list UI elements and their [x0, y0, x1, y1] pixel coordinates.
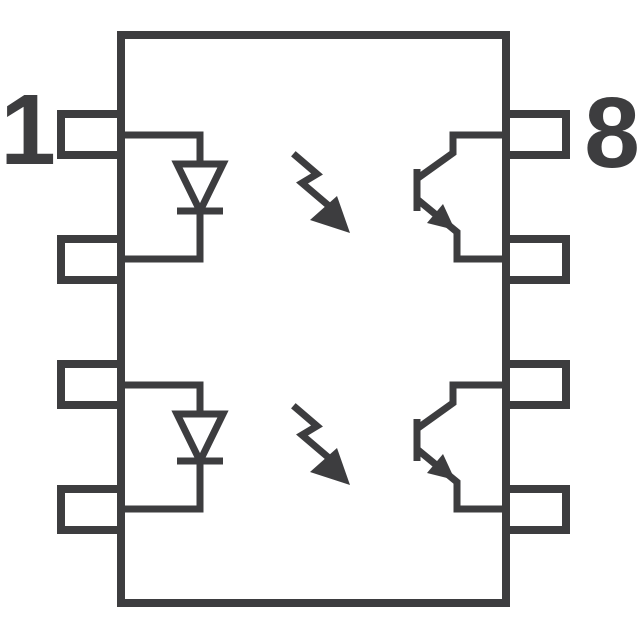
- led2-cathode-wire: [121, 461, 204, 513]
- phototransistor-symbol-channel-2: [413, 381, 506, 513]
- pin-6: [502, 360, 570, 409]
- light-arrow-icon-channel-1: [291, 151, 350, 233]
- q2-emitter-arrowhead: [427, 454, 455, 480]
- pin-8: [502, 110, 570, 159]
- q1-emitter-arrowhead: [427, 204, 455, 230]
- bolt1-arrowhead: [310, 196, 350, 233]
- led1-anode-wire: [121, 131, 204, 164]
- q1-emitter-wire: [415, 197, 506, 263]
- led-symbol-channel-2: [121, 381, 229, 513]
- q2-collector-wire: [415, 381, 506, 431]
- led-symbol-channel-1: [121, 131, 229, 263]
- pin-7: [502, 235, 570, 284]
- pin-2: [57, 235, 125, 284]
- right-pins: [502, 110, 570, 534]
- light-arrow-icon-channel-2: [291, 403, 350, 485]
- phototransistor-symbol-channel-1: [413, 131, 506, 263]
- left-pins: [57, 110, 125, 534]
- pin-3: [57, 360, 125, 409]
- q1-collector-wire: [415, 131, 506, 181]
- pin-1: [57, 110, 125, 159]
- bolt1-zigzag: [291, 151, 334, 211]
- led2-triangle: [171, 410, 229, 469]
- led1-triangle: [171, 160, 229, 219]
- pin-1-label: 1: [0, 74, 56, 186]
- pin-8-label: 8: [584, 77, 640, 189]
- pin-5: [502, 485, 570, 534]
- package-body-outline: [117, 31, 510, 607]
- pin-4: [57, 485, 125, 534]
- q2-emitter-wire: [415, 447, 506, 513]
- bolt2-zigzag: [291, 403, 334, 463]
- led2-anode-wire: [121, 381, 204, 414]
- bolt2-arrowhead: [310, 448, 350, 485]
- led1-cathode-wire: [121, 211, 204, 263]
